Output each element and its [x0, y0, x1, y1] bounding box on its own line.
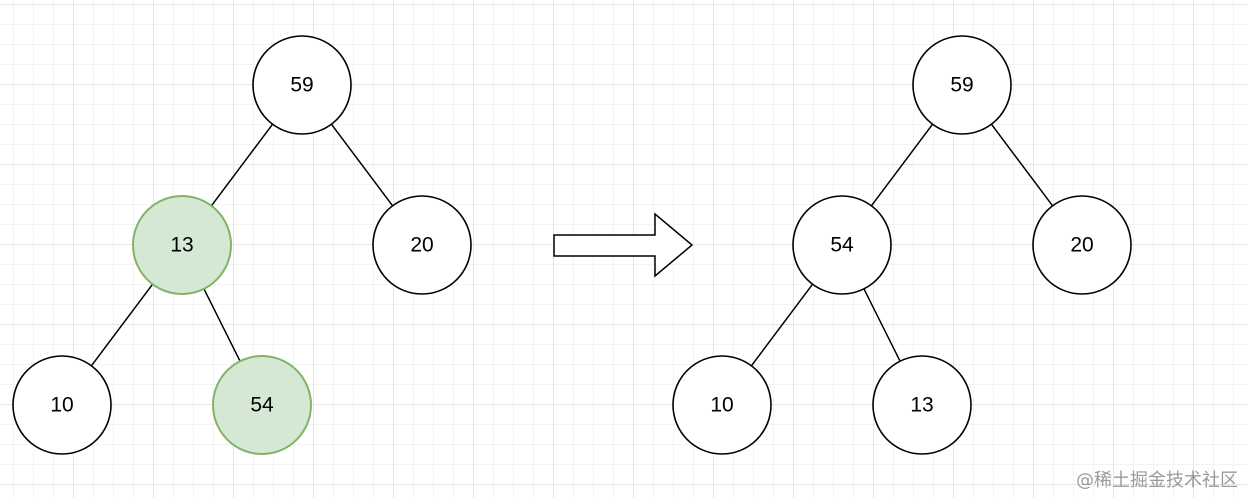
node-circle-a-13: [872, 355, 972, 455]
after-edge-a-54-a-10: [750, 283, 814, 367]
node-label-b-20: 20: [410, 234, 433, 257]
node-circle-b-20: [372, 195, 472, 295]
tree-node-b-54: 54: [212, 355, 312, 455]
node-label-a-10: 10: [710, 394, 733, 417]
node-label-b-13: 13: [170, 234, 193, 257]
node-circle-b-59: [252, 35, 352, 135]
after-edge-a-54-a-13: [863, 288, 901, 362]
tree-node-a-10: 10: [672, 355, 772, 455]
node-circle-a-59: [912, 35, 1012, 135]
right-arrow-icon: [553, 212, 694, 278]
node-label-b-10: 10: [50, 394, 73, 417]
node-circle-b-54: [212, 355, 312, 455]
node-label-a-59: 59: [950, 74, 973, 97]
tree-node-a-59: 59: [912, 35, 1012, 135]
node-circle-a-20: [1032, 195, 1132, 295]
before-edge-b-59-b-20: [330, 123, 394, 207]
node-circle-a-54: [792, 195, 892, 295]
node-label-a-54: 54: [830, 234, 854, 257]
tree-node-b-59: 59: [252, 35, 352, 135]
edges-layer: [90, 123, 1054, 367]
transition-arrow: [553, 212, 694, 278]
tree-node-a-54: 54: [792, 195, 892, 295]
node-circle-b-13: [132, 195, 232, 295]
tree-node-b-10: 10: [12, 355, 112, 455]
node-circle-b-10: [12, 355, 112, 455]
before-edge-b-13-b-54: [203, 288, 241, 362]
after-edge-a-59-a-20: [990, 123, 1054, 207]
tree-node-b-20: 20: [372, 195, 472, 295]
tree-node-a-13: 13: [872, 355, 972, 455]
node-label-a-20: 20: [1070, 234, 1093, 257]
watermark: @稀土掘金技术社区: [1076, 470, 1238, 491]
tree-node-b-13: 13: [132, 195, 232, 295]
node-label-a-13: 13: [910, 394, 933, 417]
node-label-b-59: 59: [290, 74, 313, 97]
node-label-b-54: 54: [250, 394, 274, 417]
before-edge-b-59-b-13: [210, 123, 274, 207]
nodes-layer: 59 13 20 10 54 59 54 20 10 13: [12, 35, 1132, 455]
tree-node-a-20: 20: [1032, 195, 1132, 295]
after-edge-a-59-a-54: [870, 123, 934, 207]
before-edge-b-13-b-10: [90, 283, 154, 367]
node-circle-a-10: [672, 355, 772, 455]
